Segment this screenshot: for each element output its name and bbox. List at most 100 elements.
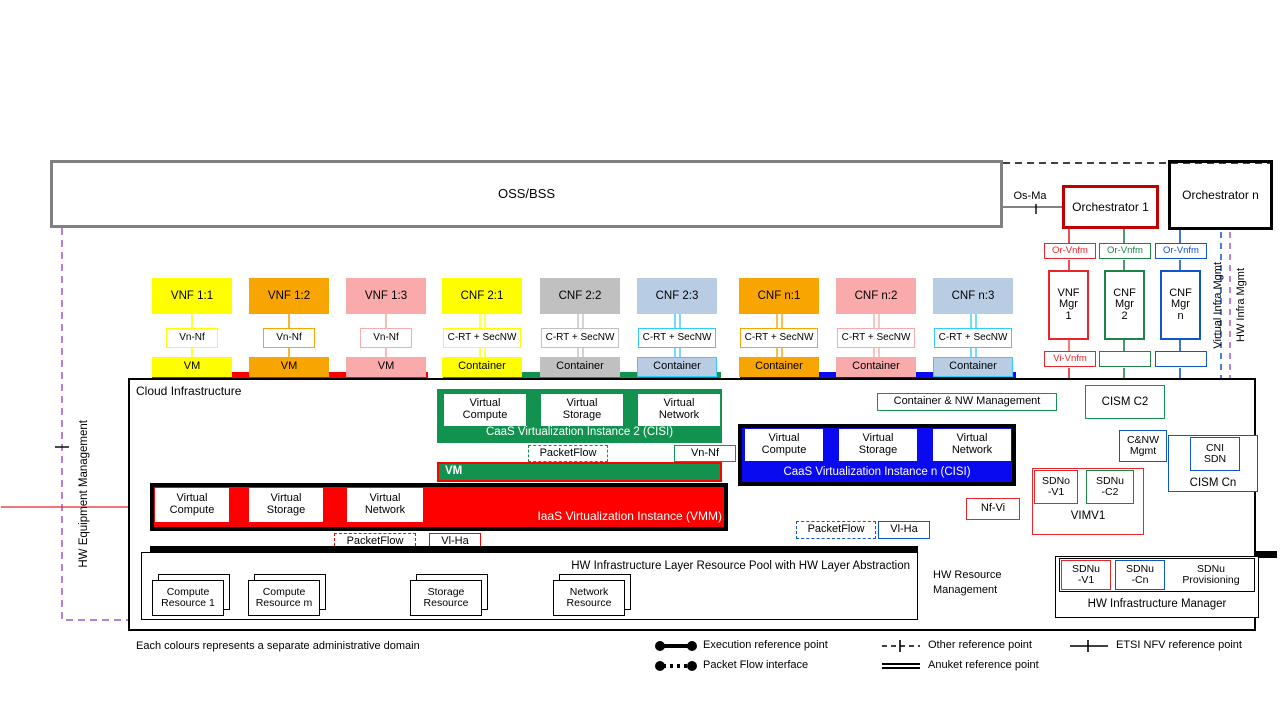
vi-vnfm-chip-red: Vi-Vnfm [1044,351,1096,367]
sdnu-cn-box[interactable]: SDNu-Cn [1115,560,1165,590]
unit-box-vm-0[interactable]: VM [152,357,232,377]
cism-c2-box[interactable]: CISM C2 [1085,385,1165,419]
interface-label: C-RT + SecNW [841,331,911,343]
sdno-v1-box[interactable]: SDNo-V1 [1034,470,1078,504]
function-box-cnf-2-2[interactable]: CNF 2:2 [540,278,620,314]
hw-resource-line: Compute [262,585,306,598]
legend-label-anuket: Anuket reference point [928,659,1039,671]
interface-chip-c-rt-secnw-8: C-RT + SecNW [934,328,1012,348]
packet-flow-interface-icon [655,661,697,671]
legend-label-other: Other reference point [928,639,1032,651]
hw-resource-line: Compute [166,585,210,598]
unit-box-container-6[interactable]: Container [739,357,819,377]
container-nw-management-box[interactable]: Container & NW Management [877,393,1057,411]
unit-box-vm-1[interactable]: VM [249,357,329,377]
interface-label: Vn-Nf [179,331,205,343]
sdnu-v1-box[interactable]: SDNu-V1 [1061,560,1111,590]
orchestrator-n-label: Orchestrator n [1182,187,1259,202]
function-box-cnf-2-1[interactable]: CNF 2:1 [442,278,522,314]
unit-label: VM [377,360,395,373]
function-box-cnf-n-3[interactable]: CNF n:3 [933,278,1013,314]
unit-box-container-8[interactable]: Container [933,357,1013,377]
or-vnfm-chip-green: Or-Vnfm [1099,243,1151,259]
legend-label-execution: Execution reference point [703,639,828,651]
interface-label: C-RT + SecNW [447,331,517,343]
function-label: CNF n:2 [854,289,898,302]
unit-box-container-7[interactable]: Container [836,357,916,377]
function-box-cnf-2-3[interactable]: CNF 2:3 [637,278,717,314]
cnf-mgr-n-line3: n [1177,309,1184,322]
vl-ha-chip-blue: Vl-Ha [878,521,930,539]
unit-box-vm-2[interactable]: VM [346,357,426,377]
or-vnfm-chip-red: Or-Vnfm [1044,243,1096,259]
interface-label: Vn-Nf [373,331,399,343]
cnf-mgr-n-box[interactable]: CNF Mgr n [1160,270,1201,340]
hw-resource-line: Resource 1 [161,597,215,609]
sdnu-c2-box[interactable]: SDNu-C2 [1086,470,1134,504]
orchestrator-1-box[interactable]: Orchestrator 1 [1062,185,1159,229]
function-box-cnf-n-2[interactable]: CNF n:2 [836,278,916,314]
interface-chip-c-rt-secnw-4: C-RT + SecNW [541,328,619,348]
unit-label: VM [183,360,201,373]
function-box-vnf-1-2[interactable]: VNF 1:2 [249,278,329,314]
unit-label: VM [280,360,298,373]
function-box-cnf-n-1[interactable]: CNF n:1 [739,278,819,314]
oss-bss-label: OSS/BSS [497,186,556,202]
unit-label: Container [653,360,701,373]
function-box-vnf-1-3[interactable]: VNF 1:3 [346,278,426,314]
orchestrator-n-box[interactable]: Orchestrator n [1168,160,1273,230]
unit-box-container-4[interactable]: Container [540,357,620,377]
vim-v1-label: VIMV1 [1070,509,1106,522]
cnf-mgr-2-box[interactable]: CNF Mgr 2 [1104,270,1145,340]
function-label: VNF 1:1 [170,289,214,302]
hw-resource-management-label: HW Resource Management [933,569,1002,596]
hw-infra-mgmt-label: HW Infra Mgmt [1235,268,1247,342]
cnf-mgr-n-line1: CNF [1169,286,1192,299]
unit-label: Container [755,360,803,373]
vi-vnfm-chip-blue [1155,351,1207,367]
green-vm-label: VM [445,465,463,477]
interface-label: C-RT + SecNW [642,331,712,343]
interface-label: Vn-Nf [276,331,302,343]
cism-cn-label: CISM Cn [1189,476,1237,489]
unit-label: Container [852,360,900,373]
function-label: VNF 1:3 [364,289,408,302]
interface-chip-c-rt-secnw-7: C-RT + SecNW [837,328,915,348]
hw-resource-pool-bar [150,546,918,554]
admin-domain-footnote: Each colours represents a separate admin… [136,640,420,652]
hw-resource-line: Resource [566,597,612,609]
vnf-mgr-1-box[interactable]: VNF Mgr 1 [1048,270,1089,340]
function-label: CNF 2:3 [655,289,699,302]
oss-bss-box[interactable]: OSS/BSS [50,160,1003,228]
vn-nf-chip-green: Vn-Nf [674,445,736,462]
hw-resource-line: Resource m [255,597,313,609]
function-box-vnf-1-1[interactable]: VNF 1:1 [152,278,232,314]
hw-resource-line: Storage [427,585,465,598]
iaas-virtualization-instance[interactable] [150,483,728,531]
hw-equipment-management-label: HW Equipment Management [78,420,90,568]
vnf-mgr-1-line2: Mgr [1059,298,1078,311]
green-vm-bar[interactable]: VM [437,462,722,482]
legend-label-packetflow: Packet Flow interface [703,659,809,671]
interface-chip-vn-nf-1: Vn-Nf [263,328,315,348]
hw-infrastructure-manager-label: HW Infrastructure Manager [1087,597,1227,610]
unit-label: Container [949,360,997,373]
unit-box-container-5[interactable]: Container [637,357,717,377]
unit-box-container-3[interactable]: Container [442,357,522,377]
